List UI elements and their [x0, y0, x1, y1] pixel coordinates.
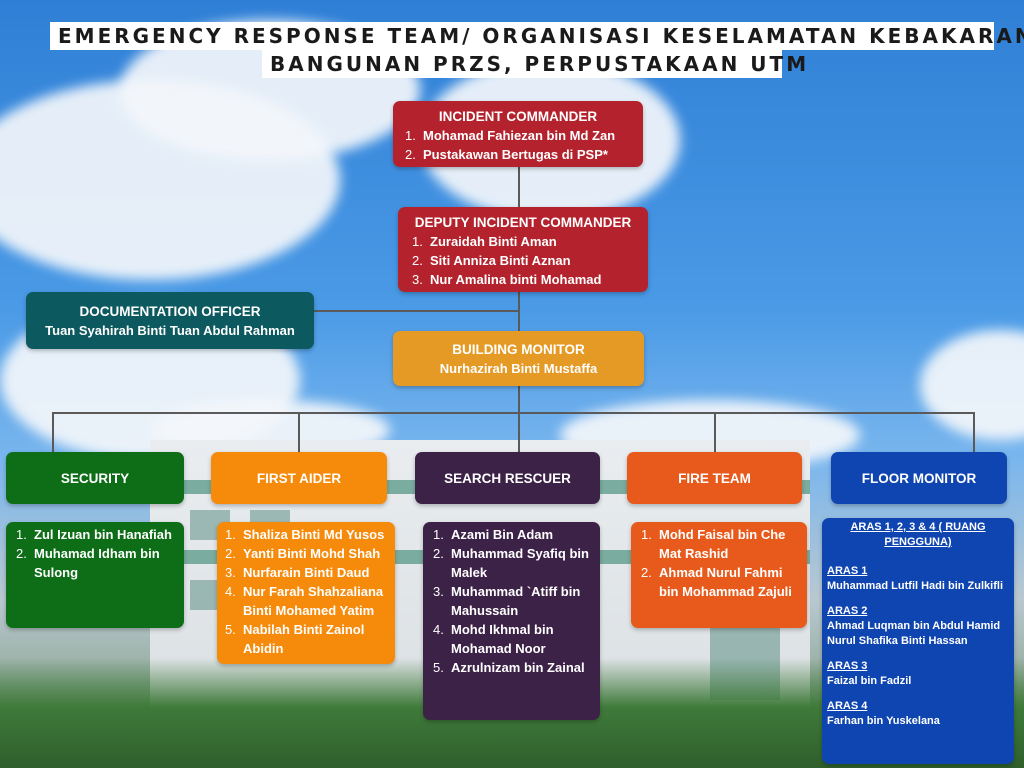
deputy-incident-commander-title: DEPUTY INCIDENT COMMANDER — [414, 215, 632, 230]
list-item: 2.Pustakawan Bertugas di PSP* — [405, 147, 608, 162]
list-item: 1.Zuraidah Binti Aman — [412, 234, 557, 249]
list-item: 1.Mohd Faisal bin Che Mat Rashid — [641, 527, 786, 561]
incident-commander-box: INCIDENT COMMANDER 1.Mohamad Fahiezan bi… — [393, 101, 643, 167]
list-item: 1.Zul Izuan bin Hanafiah — [16, 527, 172, 542]
fire-team-members-box: 1.Mohd Faisal bin Che Mat Rashid 2.Ahmad… — [631, 522, 807, 628]
list-item: 4.Nur Farah Shahzaliana Binti Mohamed Ya… — [225, 584, 384, 618]
building-monitor-name: Nurhazirah Binti Mustaffa — [439, 360, 598, 376]
floor-monitor-heading: ARAS 1, 2, 3 & 4 ( RUANG PENGGUNA) — [850, 521, 986, 548]
deputy-incident-commander-box: DEPUTY INCIDENT COMMANDER 1.Zuraidah Bin… — [398, 207, 648, 292]
floor-section-aras-4: ARAS 4 Farhan bin Yuskelana — [827, 700, 940, 727]
security-members-box: 1.Zul Izuan bin Hanafiah 2.Muhamad Idham… — [6, 522, 184, 628]
floor-section-aras-2: ARAS 2 Ahmad Luqman bin Abdul Hamid Nuru… — [827, 605, 1001, 647]
list-item: 2.Ahmad Nurul Fahmi bin Mohammad Zajuli — [641, 565, 792, 599]
first-aider-header: FIRST AIDER — [211, 452, 387, 504]
list-item: 1.Azami Bin Adam — [433, 527, 554, 542]
floor-monitor-header: FLOOR MONITOR — [831, 452, 1007, 504]
incident-commander-title: INCIDENT COMMANDER — [438, 109, 598, 124]
list-item: 2.Yanti Binti Mohd Shah — [225, 546, 381, 561]
fire-team-header: FIRE TEAM — [627, 452, 802, 504]
floor-section-aras-3: ARAS 3 Faizal bin Fadzil — [827, 660, 912, 687]
list-item: 5.Azrulnizam bin Zainal — [433, 660, 585, 675]
documentation-officer-title: DOCUMENTATION OFFICER — [79, 303, 261, 319]
building-monitor-title: BUILDING MONITOR — [452, 341, 585, 357]
list-item: 2.Muhammad Syafiq bin Malek — [433, 546, 589, 580]
list-item: 4.Mohd Ikhmal bin Mohamad Noor — [433, 622, 554, 656]
list-item: 5.Nabilah Binti Zainol Abidin — [225, 622, 365, 656]
search-rescuer-members-box: 1.Azami Bin Adam 2.Muhammad Syafiq bin M… — [423, 522, 600, 720]
list-item: 1.Mohamad Fahiezan bin Md Zan — [405, 128, 616, 143]
building-monitor-box: BUILDING MONITOR Nurhazirah Binti Mustaf… — [393, 331, 644, 386]
list-item: 3.Muhammad `Atiff bin Mahussain — [433, 584, 581, 618]
list-item: 2.Muhamad Idham bin Sulong — [16, 546, 160, 580]
documentation-officer-name: Tuan Syahirah Binti Tuan Abdul Rahman — [45, 322, 295, 338]
list-item: 3.Nur Amalina binti Mohamad — [412, 272, 602, 287]
list-item: 2.Siti Anniza Binti Aznan — [412, 253, 571, 268]
search-rescuer-header: SEARCH RESCUER — [415, 452, 600, 504]
page-title-line-2: BANGUNAN PRZS, PERPUSTAKAAN UTM — [262, 50, 806, 78]
documentation-officer-box: DOCUMENTATION OFFICER Tuan Syahirah Bint… — [26, 292, 314, 349]
security-header: SECURITY — [6, 452, 184, 504]
first-aider-members-box: 1.Shaliza Binti Md Yusos 2.Yanti Binti M… — [217, 522, 395, 664]
list-item: 1.Shaliza Binti Md Yusos — [225, 527, 385, 542]
list-item: 3.Nurfarain Binti Daud — [225, 565, 370, 580]
page-title-line-1: EMERGENCY RESPONSE TEAM/ ORGANISASI KESE… — [50, 22, 1024, 50]
floor-monitor-members-box: ARAS 1, 2, 3 & 4 ( RUANG PENGGUNA) ARAS … — [822, 518, 1014, 764]
floor-section-aras-1: ARAS 1 Muhammad Lutfil Hadi bin Zulkifli — [827, 565, 1003, 592]
